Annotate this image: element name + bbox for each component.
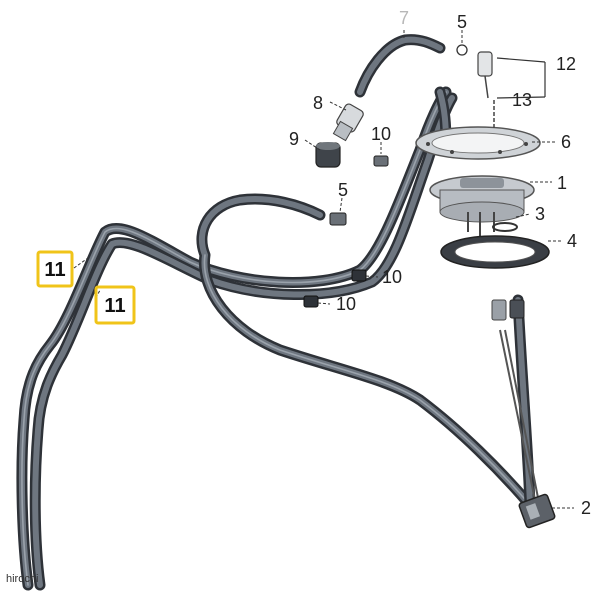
highlighted-callout-11b[interactable]: 11: [94, 285, 136, 325]
connector-sensor: [491, 299, 525, 321]
callout-10-low: 10: [336, 294, 356, 314]
callout-13: 13: [512, 90, 532, 110]
leader-lines: [73, 30, 574, 509]
watermark: hirochi: [6, 573, 38, 585]
hose-11-main: [16, 86, 452, 591]
flange-ring-6: [415, 126, 541, 160]
callout-10-top: 10: [371, 124, 391, 144]
callout-12: 12: [556, 54, 576, 74]
callout-4: 4: [567, 231, 577, 251]
hose-vertical-pair: [499, 294, 541, 511]
callout-6: 6: [561, 132, 571, 152]
clamp-10-low: [303, 295, 319, 308]
callout-11b: 11: [104, 295, 125, 317]
callout-1: 1: [557, 173, 567, 193]
highlight-box: [94, 285, 136, 325]
highlighted-callout-11a[interactable]: 11: [36, 250, 74, 288]
hose-11-second: [29, 92, 458, 591]
callout-5-lower: 5: [338, 180, 348, 200]
fitting-12: [477, 51, 493, 99]
callout-3: 3: [535, 204, 545, 224]
callout-10-mid: 10: [382, 267, 402, 287]
valve-8: [332, 103, 364, 142]
fitting-5-top: [456, 44, 468, 56]
callout-7: 7: [399, 8, 409, 28]
callout-5-top: 5: [457, 12, 467, 32]
cap-9: [315, 142, 341, 168]
gasket-4: [440, 235, 550, 269]
connector-2: [518, 493, 556, 529]
callout-9: 9: [289, 129, 299, 149]
highlight-box: [36, 250, 74, 288]
o-ring-3: [492, 222, 518, 232]
clamp-10-top: [373, 155, 389, 167]
callout-8: 8: [313, 93, 323, 113]
hose-to-part-2: [196, 193, 536, 511]
callout-11a: 11: [44, 259, 65, 281]
clamp-10-mid: [351, 269, 367, 282]
clamp-5-lower: [329, 212, 347, 226]
callout-2: 2: [581, 498, 591, 518]
pump-unit-1: [429, 175, 535, 238]
